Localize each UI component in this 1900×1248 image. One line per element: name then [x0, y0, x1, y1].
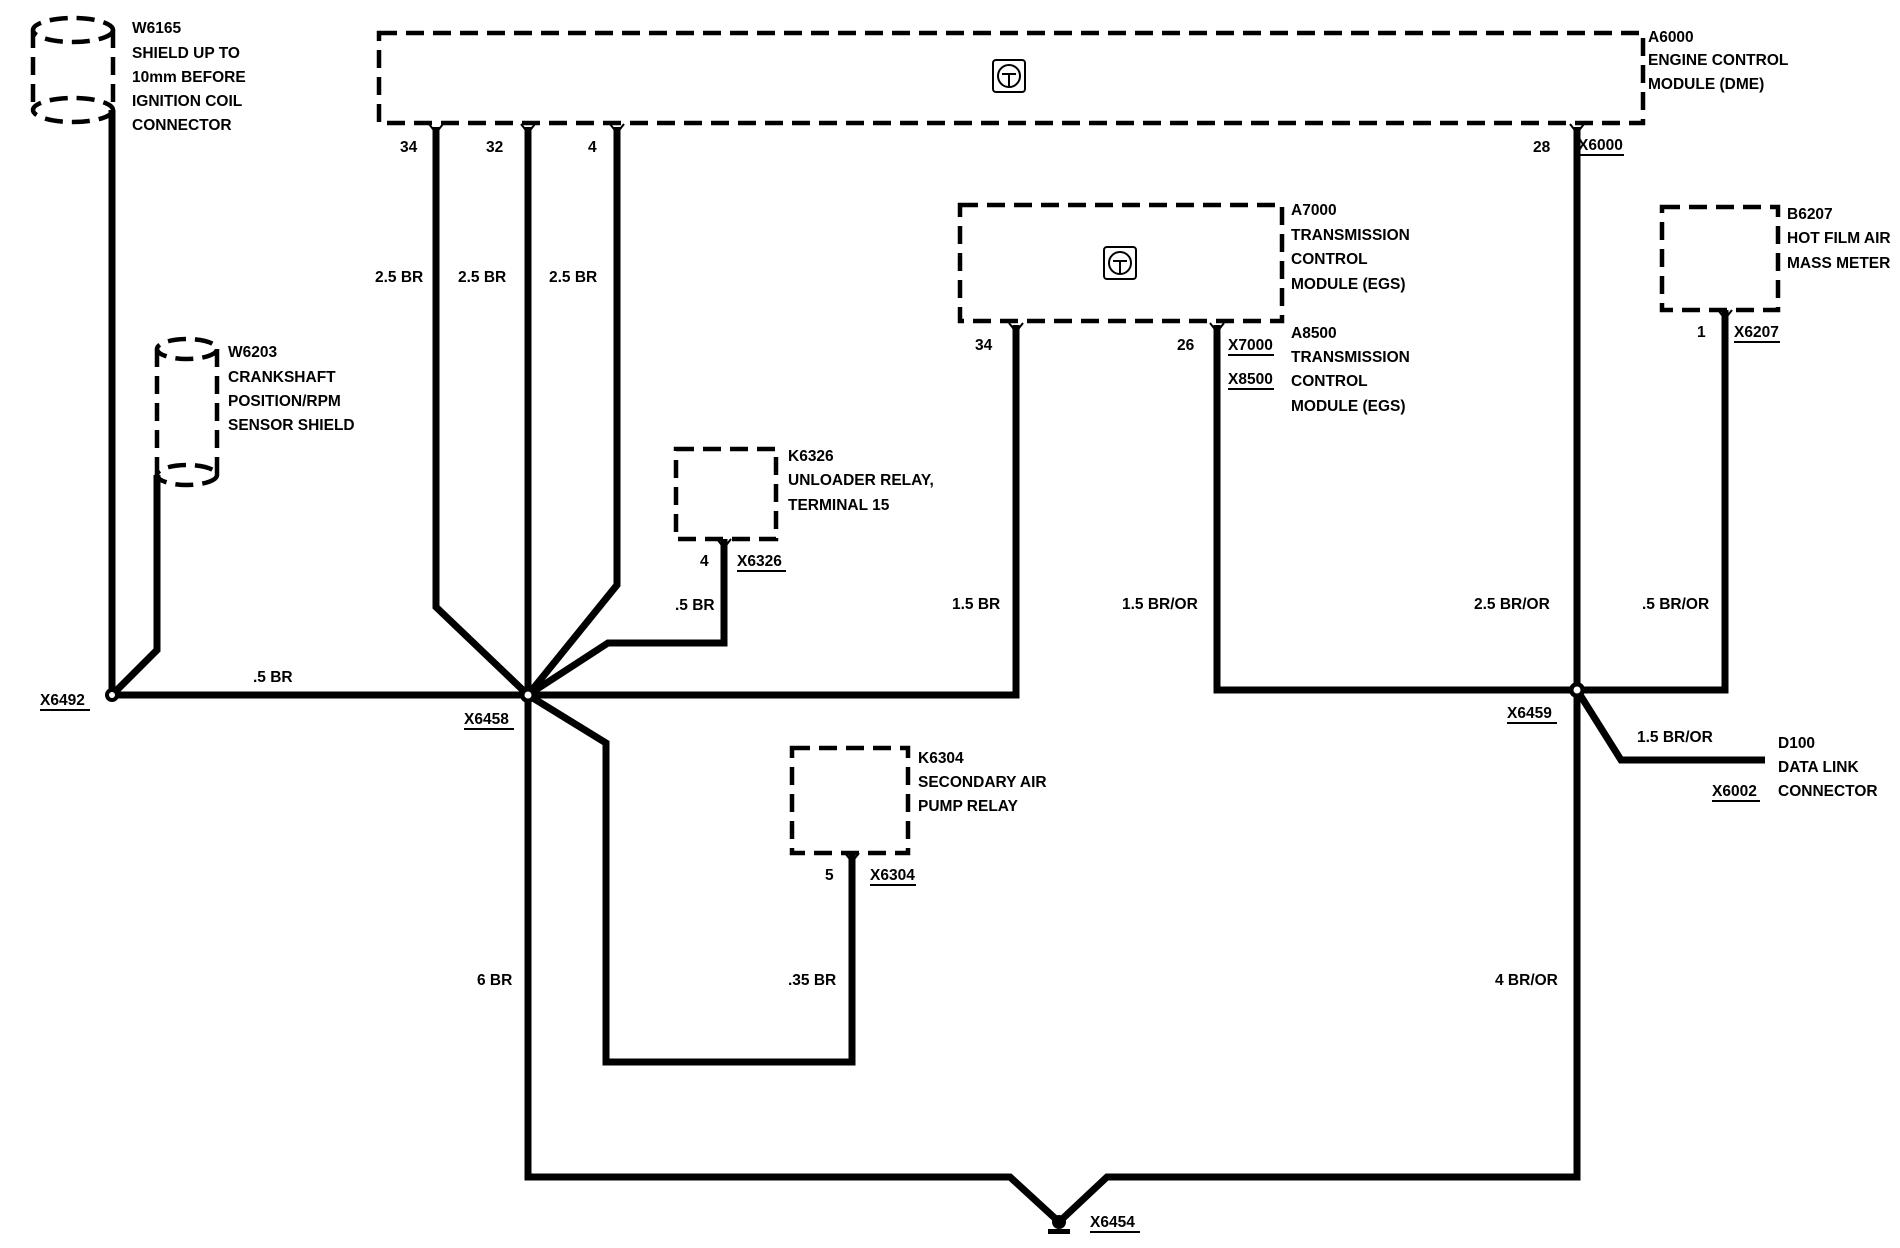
- svg-text:2.5 BR: 2.5 BR: [375, 269, 423, 286]
- label-a6000: A6000 ENGINE CONTROL MODULE (DME): [1648, 29, 1788, 93]
- pin-a6000-32: 32: [486, 139, 503, 156]
- svg-text:CONNECTOR: CONNECTOR: [1778, 783, 1878, 800]
- shield-w6165: [30, 15, 116, 125]
- svg-text:B6207: B6207: [1787, 206, 1833, 223]
- connector-x8500: X8500: [1228, 371, 1273, 388]
- svg-text:1.5 BR/OR: 1.5 BR/OR: [1637, 729, 1713, 746]
- svg-text:SECONDARY AIR: SECONDARY AIR: [918, 774, 1047, 791]
- pin-a6000-34: 34: [400, 139, 418, 156]
- label-d100: D100 DATA LINK CONNECTOR: [1778, 735, 1878, 800]
- svg-text:DATA LINK: DATA LINK: [1778, 759, 1859, 776]
- splice-label-x6492: X6492: [40, 692, 85, 709]
- svg-text:D100: D100: [1778, 735, 1815, 752]
- svg-text:A7000: A7000: [1291, 202, 1337, 219]
- svg-text:A8500: A8500: [1291, 325, 1337, 342]
- label-k6326: K6326 UNLOADER RELAY, TERMINAL 15: [788, 448, 934, 514]
- svg-text:W6165: W6165: [132, 20, 181, 37]
- pin-a6000-28: 28: [1533, 139, 1551, 156]
- splice-label-x6459: X6459: [1507, 705, 1552, 722]
- label-b6207: B6207 HOT FILM AIR MASS METER: [1787, 206, 1891, 272]
- svg-text:IGNITION COIL: IGNITION COIL: [132, 93, 242, 110]
- svg-text:2.5 BR: 2.5 BR: [549, 269, 597, 286]
- svg-text:2.5 BR: 2.5 BR: [458, 269, 506, 286]
- label-k6304: K6304 SECONDARY AIR PUMP RELAY: [918, 750, 1047, 815]
- label-a8500: A8500 TRANSMISSION CONTROL MODULE (EGS): [1291, 325, 1410, 415]
- svg-text:CRANKSHAFT: CRANKSHAFT: [228, 369, 336, 386]
- svg-text:2.5 BR/OR: 2.5 BR/OR: [1474, 596, 1550, 613]
- svg-text:MODULE (DME): MODULE (DME): [1648, 76, 1764, 93]
- svg-text:TRANSMISSION: TRANSMISSION: [1291, 349, 1410, 366]
- wire-labels: 2.5 BR 2.5 BR 2.5 BR 1.5 BR 1.5 BR/OR 2.…: [253, 269, 1713, 989]
- splice-x6458: [520, 687, 536, 703]
- svg-text:MODULE (EGS): MODULE (EGS): [1291, 276, 1406, 293]
- connector-x6000: X6000: [1578, 137, 1623, 154]
- wires: [108, 110, 1765, 1227]
- svg-text:.5 BR/OR: .5 BR/OR: [1642, 596, 1709, 613]
- svg-text:6 BR: 6 BR: [477, 972, 512, 989]
- svg-text:SENSOR SHIELD: SENSOR SHIELD: [228, 417, 355, 434]
- pin-b6207-1: 1: [1697, 324, 1706, 341]
- splice-x6492: [105, 688, 119, 702]
- svg-text:HOT FILM AIR: HOT FILM AIR: [1787, 230, 1891, 247]
- splice-x6459: [1569, 682, 1585, 698]
- svg-text:W6203: W6203: [228, 344, 277, 361]
- label-w6203: W6203 CRANKSHAFT POSITION/RPM SENSOR SHI…: [228, 344, 355, 434]
- svg-text:MODULE (EGS): MODULE (EGS): [1291, 398, 1406, 415]
- shield-w6203: [154, 336, 220, 488]
- ecu-symbol-icon: [992, 59, 1026, 93]
- svg-text:PUMP RELAY: PUMP RELAY: [918, 798, 1019, 815]
- pin-markers: [428, 123, 1733, 864]
- pin-k6304-5: 5: [825, 867, 834, 884]
- svg-text:A6000: A6000: [1648, 29, 1694, 46]
- connector-x6207: X6207: [1734, 324, 1779, 341]
- svg-text:SHIELD UP TO: SHIELD UP TO: [132, 45, 240, 62]
- connector-x6304: X6304: [870, 867, 915, 884]
- relay-k6326: [673, 446, 779, 542]
- svg-text:.35 BR: .35 BR: [788, 972, 836, 989]
- svg-text:1.5 BR: 1.5 BR: [952, 596, 1000, 613]
- splice-label-x6454: X6454: [1090, 1214, 1135, 1231]
- svg-text:.5 BR: .5 BR: [675, 597, 715, 614]
- svg-text:UNLOADER RELAY,: UNLOADER RELAY,: [788, 472, 934, 489]
- splice-label-x6458: X6458: [464, 711, 509, 728]
- label-w6165: W6165 SHIELD UP TO 10mm BEFORE IGNITION …: [132, 20, 246, 134]
- label-a7000: A7000 TRANSMISSION CONTROL MODULE (EGS): [1291, 202, 1410, 293]
- module-a6000: [376, 30, 1646, 126]
- svg-text:POSITION/RPM: POSITION/RPM: [228, 393, 341, 410]
- relay-k6304: [789, 745, 911, 856]
- svg-text:TERMINAL 15: TERMINAL 15: [788, 497, 890, 514]
- connector-x6002: X6002: [1712, 783, 1757, 800]
- svg-text:CONNECTOR: CONNECTOR: [132, 117, 232, 134]
- tcu-symbol-icon: [1103, 246, 1137, 280]
- svg-text:CONTROL: CONTROL: [1291, 373, 1368, 390]
- svg-text:1.5 BR/OR: 1.5 BR/OR: [1122, 596, 1198, 613]
- svg-text:K6326: K6326: [788, 448, 834, 465]
- svg-text:K6304: K6304: [918, 750, 964, 767]
- sensor-b6207: [1659, 204, 1781, 313]
- svg-text:MASS METER: MASS METER: [1787, 255, 1890, 272]
- svg-text:4 BR/OR: 4 BR/OR: [1495, 972, 1558, 989]
- pin-a7000-34: 34: [975, 337, 993, 354]
- ground-x6454-icon: [1048, 1215, 1070, 1234]
- svg-text:CONTROL: CONTROL: [1291, 251, 1368, 268]
- connector-x7000: X7000: [1228, 337, 1273, 354]
- connector-x6326: X6326: [737, 553, 782, 570]
- pin-a7000-26: 26: [1177, 337, 1195, 354]
- svg-text:ENGINE CONTROL: ENGINE CONTROL: [1648, 52, 1788, 69]
- svg-text:TRANSMISSION: TRANSMISSION: [1291, 227, 1410, 244]
- svg-text:10mm BEFORE: 10mm BEFORE: [132, 69, 246, 86]
- svg-text:.5 BR: .5 BR: [253, 669, 293, 686]
- pin-a6000-4: 4: [588, 139, 597, 156]
- pin-k6326-4: 4: [700, 553, 709, 570]
- module-a7000: [957, 202, 1285, 324]
